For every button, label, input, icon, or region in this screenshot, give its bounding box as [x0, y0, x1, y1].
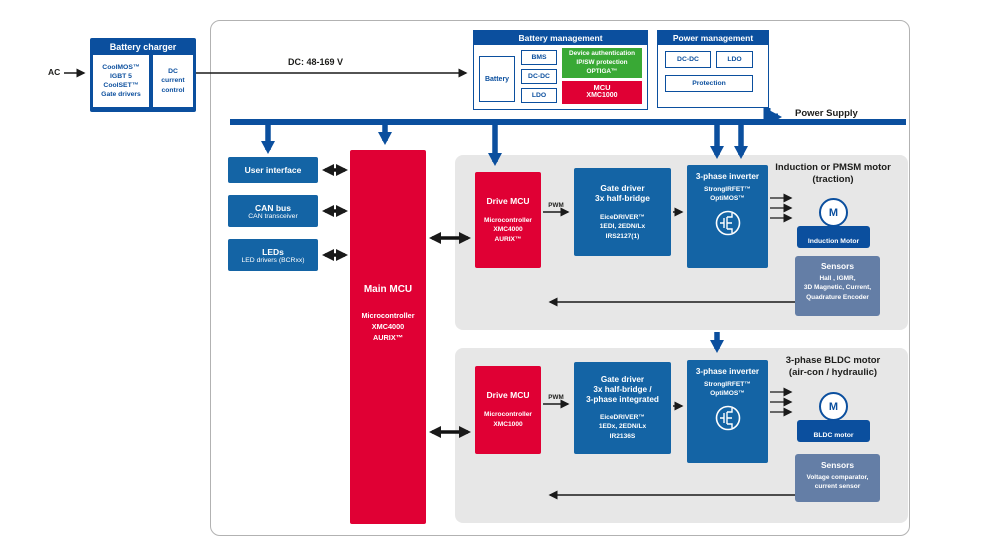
pwm-label-bldc: PWM	[548, 394, 564, 401]
sensors-bldc-box: Sensors Voltage comparator, current sens…	[795, 454, 880, 502]
main-mcu-box: Main MCU Microcontroller XMC4000 AURIX™	[350, 150, 426, 524]
motor-icon-bldc: M	[819, 392, 848, 421]
inverter-bldc-title: 3-phase inverter	[695, 367, 760, 376]
can-bus-box: CAN bus CAN transceiver	[228, 195, 318, 227]
can-bus-sub: CAN transceiver	[248, 212, 298, 220]
battery-charger-dc-current-control: DC current control	[152, 54, 194, 108]
pm-protection-box: Protection	[665, 75, 753, 92]
gate-driver-bldc-title: Gate driver 3x half-bridge / 3-phase int…	[586, 374, 659, 405]
gate-driver-traction-detail: EiceDRIVER™ 1EDI, 2EDN/Lx IRS2127(1)	[599, 213, 646, 240]
dc-dc-box: DC-DC	[521, 69, 557, 84]
pm-ldo-box: LDO	[716, 51, 753, 68]
main-mcu-detail: Microcontroller XMC4000 AURIX™	[361, 311, 415, 342]
sensors-bldc-title: Sensors	[820, 460, 855, 470]
gate-driver-traction-title: Gate driver 3x half-bridge	[595, 182, 650, 204]
induction-motor-box: Induction Motor	[797, 226, 870, 248]
ldo-box: LDO	[521, 88, 557, 103]
drive-mcu-traction-title: Drive MCU	[486, 195, 530, 206]
battery-charger-title: Battery charger	[109, 42, 177, 52]
can-bus-label: CAN bus	[255, 202, 291, 213]
inverter-bldc-detail: StrongIRFET™ OptiMOS™	[704, 381, 751, 398]
leds-sub: LED drivers (BCRxx)	[241, 256, 305, 264]
inverter-traction-box: 3-phase inverter StrongIRFET™ OptiMOS™	[687, 165, 768, 268]
traction-group-label: Induction or PMSM motor (traction)	[775, 162, 891, 185]
battery-management-title: Battery management	[474, 31, 647, 45]
inverter-traction-detail: StrongIRFET™ OptiMOS™	[704, 186, 751, 203]
sensors-traction-box: Sensors Hall , IGMR, 3D Magnetic, Curren…	[795, 256, 880, 316]
main-mcu-title: Main MCU	[363, 284, 413, 296]
sensors-bldc-detail: Voltage comparator, current sensor	[806, 474, 869, 491]
sensors-traction-detail: Hall , IGMR, 3D Magnetic, Current, Quadr…	[803, 275, 872, 301]
drive-mcu-traction-detail: Microcontroller XMC4000 AURIX™	[484, 216, 532, 243]
induction-motor-label: Induction Motor	[807, 238, 860, 245]
pm-dc-dc-box: DC-DC	[665, 51, 711, 68]
battery-charger-devices: CoolMOS™ IGBT 5 CoolSET™ Gate drivers	[92, 54, 150, 108]
mosfet-icon	[715, 211, 740, 236]
leds-box: LEDs LED drivers (BCRxx)	[228, 239, 318, 271]
sensors-traction-title: Sensors	[820, 261, 855, 271]
drive-mcu-bldc-box: Drive MCU Microcontroller XMC1000	[475, 366, 541, 454]
motor-icon-traction: M	[819, 198, 848, 227]
mosfet-icon	[715, 406, 740, 431]
gate-driver-bldc-detail: EiceDRIVER™ 1EDx, 2EDN/Lx IR2136S	[598, 413, 647, 440]
drive-mcu-bldc-title: Drive MCU	[486, 390, 530, 401]
power-management-block: Power management	[657, 30, 769, 108]
bms-box: BMS	[521, 50, 557, 65]
motor-symbol-traction: M	[828, 206, 839, 219]
bldc-motor-label: BLDC motor	[813, 432, 854, 439]
drive-mcu-traction-box: Drive MCU Microcontroller XMC4000 AURIX™	[475, 172, 541, 268]
ac-label: AC	[48, 67, 61, 77]
pwm-label-traction: PWM	[548, 202, 564, 209]
bldc-group-label: 3-phase BLDC motor (air-con / hydraulic)	[785, 355, 881, 378]
inverter-bldc-box: 3-phase inverter StrongIRFET™ OptiMOS™	[687, 360, 768, 463]
drive-mcu-bldc-detail: Microcontroller XMC1000	[484, 411, 532, 428]
battery-charger-block: Battery charger CoolMOS™ IGBT 5 CoolSET™…	[90, 38, 196, 112]
bm-mcu-box: MCU XMC1000	[562, 81, 642, 104]
dc-link-label: DC: 48-169 V	[288, 57, 344, 67]
motor-symbol-bldc: M	[828, 400, 839, 413]
bldc-motor-box: BLDC motor	[797, 420, 870, 442]
bm-mcu-part: XMC1000	[586, 92, 618, 99]
system-board-outline	[210, 20, 910, 536]
user-interface-box: User interface	[228, 157, 318, 183]
battery-box: Battery	[479, 56, 515, 102]
power-management-title: Power management	[658, 31, 768, 45]
user-interface-label: User interface	[244, 165, 302, 175]
power-supply-label: Power Supply	[795, 108, 858, 119]
inverter-traction-title: 3-phase inverter	[695, 172, 760, 181]
gate-driver-bldc-box: Gate driver 3x half-bridge / 3-phase int…	[574, 362, 671, 454]
bm-mcu-title: MCU	[593, 83, 611, 92]
gate-driver-traction-box: Gate driver 3x half-bridge EiceDRIVER™ 1…	[574, 168, 671, 256]
leds-label: LEDs	[262, 246, 284, 257]
security-box: Device authentication IP/SW protection O…	[562, 48, 642, 78]
